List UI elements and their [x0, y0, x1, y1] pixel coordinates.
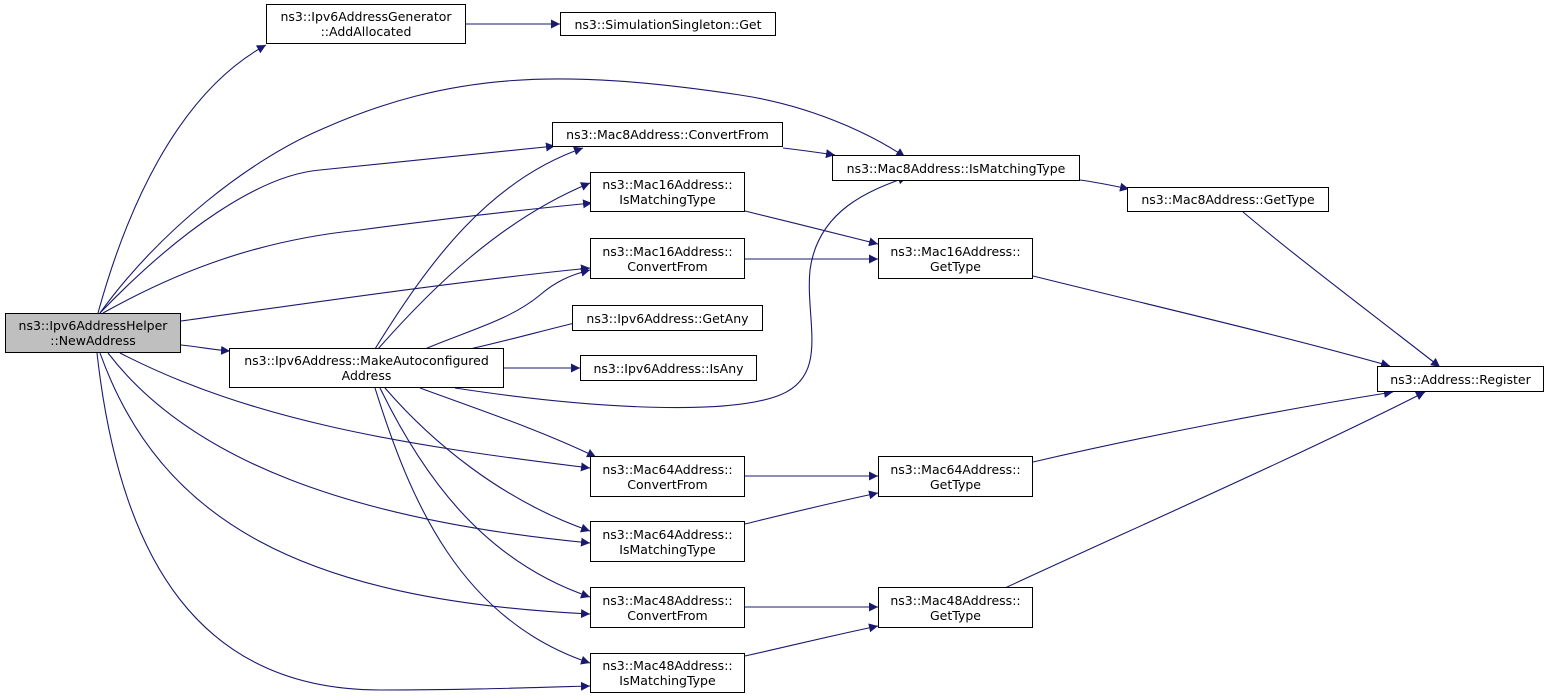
node-mac16-address-is-matching-type[interactable]: ns3::Mac16Address:: IsMatchingType — [590, 172, 745, 212]
node-mac8-address-get-type[interactable]: ns3::Mac8Address::GetType — [1127, 187, 1329, 212]
edge-make-auto-to-mac8-convert — [374, 146, 584, 350]
edge-root-to-mac16-match — [102, 199, 593, 314]
edge-make-auto-to-mac64-convert — [419, 387, 597, 458]
node-label-line2: GetType — [930, 258, 981, 274]
node-ipv6-address-make-autoconfigured-address[interactable]: ns3::Ipv6Address::MakeAutoconfigured Add… — [229, 348, 504, 388]
edge-mac8-match-to-mac8-gettype — [1079, 179, 1130, 192]
node-label-line2: GetType — [930, 476, 981, 492]
node-label-line1: ns3::Mac64Address:: — [602, 526, 733, 542]
node-mac48-address-convert-from[interactable]: ns3::Mac48Address:: ConvertFrom — [590, 587, 745, 628]
node-label-line1: ns3::Mac64Address:: — [602, 461, 733, 477]
node-simulation-singleton-get[interactable]: ns3::SimulationSingleton::Get — [560, 12, 776, 36]
node-label-line2: ::NewAddress — [50, 333, 136, 348]
edge-make-auto-to-mac64-match — [384, 387, 591, 533]
edge-make-auto-to-mac16-convert — [424, 267, 591, 350]
node-ipv6-address-helper-new-address: ns3::Ipv6AddressHelper ::NewAddress — [5, 313, 181, 353]
edge-root-to-mac8-match — [99, 78, 906, 314]
edge-make-auto-to-mac16-match — [377, 182, 591, 350]
node-label-line2: Address — [341, 368, 392, 383]
edge-root-to-make-auto — [180, 344, 231, 355]
edge-mac64-match-to-mac64-gettype — [744, 490, 879, 525]
node-mac64-address-get-type[interactable]: ns3::Mac64Address:: GetType — [878, 456, 1033, 497]
edge-mac8-convert-to-mac8-match — [782, 147, 836, 159]
node-label-line2: ::AddAllocated — [320, 24, 412, 39]
edge-mac64-gettype-to-register — [1032, 388, 1394, 463]
node-label: ns3::Mac8Address::ConvertFrom — [566, 127, 769, 142]
edge-make-auto-to-ipv6-getany — [469, 318, 584, 350]
node-label: ns3::SimulationSingleton::Get — [574, 16, 762, 32]
edge-mac48-match-to-mac48-gettype — [744, 623, 879, 657]
node-ipv6-address-is-any[interactable]: ns3::Ipv6Address::IsAny — [580, 355, 757, 381]
node-ipv6-address-generator-add-allocated[interactable]: ns3::Ipv6AddressGenerator ::AddAllocated — [266, 4, 466, 44]
node-label: ns3::Address::Register — [1390, 371, 1531, 387]
edge-mac16-match-to-mac16-gettype — [744, 210, 879, 247]
node-label-line1: ns3::Mac48Address:: — [602, 592, 733, 608]
node-label-line2: IsMatchingType — [619, 541, 716, 557]
node-label-line2: GetType — [930, 607, 981, 623]
node-label: ns3::Ipv6Address::IsAny — [593, 360, 744, 376]
node-label-line2: ConvertFrom — [627, 258, 708, 274]
node-mac16-address-convert-from[interactable]: ns3::Mac16Address:: ConvertFrom — [590, 238, 745, 279]
edge-root-to-mac64-match — [107, 352, 591, 547]
node-label-line1: ns3::Mac16Address:: — [890, 243, 1021, 259]
node-mac48-address-get-type[interactable]: ns3::Mac48Address:: GetType — [878, 587, 1033, 628]
edge-root-to-mac64-convert — [119, 352, 591, 472]
node-label: ns3::Mac8Address::GetType — [1141, 192, 1315, 207]
node-label-line1: ns3::Mac48Address:: — [602, 658, 733, 673]
node-label-line1: ns3::Mac48Address:: — [890, 592, 1021, 608]
node-label-line2: IsMatchingType — [619, 673, 716, 688]
edge-root-to-mac48-match — [96, 352, 591, 691]
edge-root-to-mac16-convert — [180, 264, 591, 322]
node-mac48-address-is-matching-type[interactable]: ns3::Mac48Address:: IsMatchingType — [590, 653, 745, 693]
edge-root-to-mac8-convert — [99, 142, 556, 314]
node-label-line2: IsMatchingType — [619, 192, 716, 207]
node-mac16-address-get-type[interactable]: ns3::Mac16Address:: GetType — [878, 238, 1033, 279]
node-label: ns3::Mac8Address::IsMatchingType — [846, 160, 1066, 176]
node-label-line1: ns3::Mac16Address:: — [602, 177, 733, 192]
node-address-register[interactable]: ns3::Address::Register — [1377, 366, 1544, 392]
node-mac8-address-convert-from[interactable]: ns3::Mac8Address::ConvertFrom — [552, 122, 783, 147]
node-label-line1: ns3::Mac64Address:: — [890, 461, 1021, 477]
edge-root-to-mac48-convert — [99, 352, 591, 619]
node-label-line1: ns3::Mac16Address:: — [602, 243, 733, 259]
node-label-line2: ConvertFrom — [627, 476, 708, 492]
edge-mac16-gettype-to-register — [1032, 275, 1391, 368]
node-label: ns3::Ipv6Address::GetAny — [586, 310, 749, 326]
node-ipv6-address-get-any[interactable]: ns3::Ipv6Address::GetAny — [572, 305, 763, 331]
node-label-line1: ns3::Ipv6AddressGenerator — [280, 9, 452, 24]
node-mac64-address-convert-from[interactable]: ns3::Mac64Address:: ConvertFrom — [590, 456, 745, 497]
edge-root-to-add-allocated — [97, 44, 267, 314]
edge-mac8-gettype-to-register — [1242, 211, 1441, 368]
node-mac64-address-is-matching-type[interactable]: ns3::Mac64Address:: IsMatchingType — [590, 521, 745, 562]
node-label-line1: ns3::Ipv6AddressHelper — [18, 318, 168, 333]
edge-make-auto-to-mac48-match — [374, 387, 591, 665]
edge-mac48-gettype-to-register — [1004, 391, 1426, 589]
edge-make-auto-to-mac48-convert — [379, 387, 591, 599]
node-label-line2: ConvertFrom — [627, 607, 708, 623]
node-label-line1: ns3::Ipv6Address::MakeAutoconfigured — [244, 353, 489, 368]
edge-make-auto-to-mac8-match — [454, 175, 908, 409]
node-mac8-address-is-matching-type[interactable]: ns3::Mac8Address::IsMatchingType — [832, 155, 1080, 181]
